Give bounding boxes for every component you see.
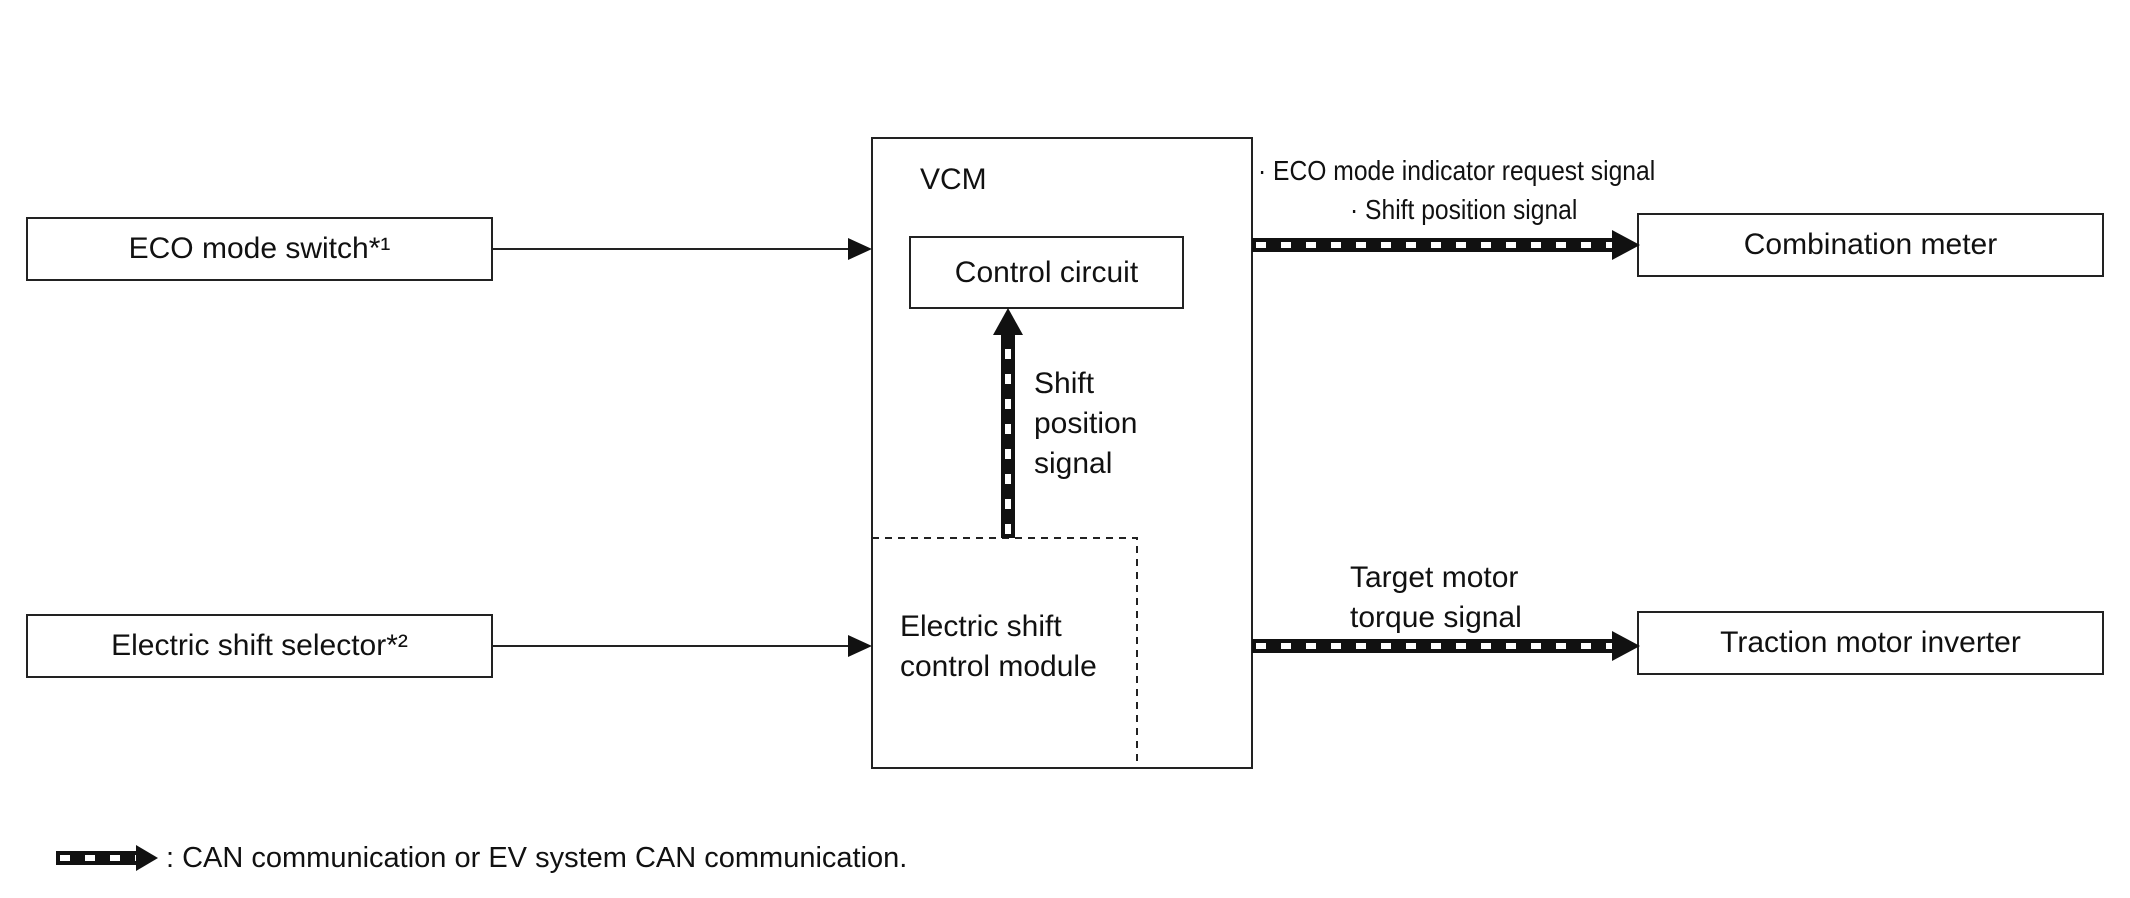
meter-signal-eco: · ECO mode indicator request signal (1258, 155, 1656, 186)
control-circuit-label: Control circuit (954, 255, 1139, 289)
vcm-title: VCM (920, 163, 987, 196)
traction-inverter-box (1637, 611, 2104, 675)
eco-switch-label: ECO mode switch*¹ (128, 232, 391, 265)
internal-signal-line-2: position (1034, 407, 1138, 440)
internal-signal-line-3: signal (1034, 447, 1113, 480)
inverter-signal-label: Target motor torque signal (1350, 558, 1522, 638)
inverter-signal-line-1: Target motor (1350, 561, 1519, 594)
shift-selector-arrow-head (848, 635, 872, 657)
shift-module-line-2: control module (900, 650, 1097, 683)
meter-signal-shift: · Shift position signal (1350, 194, 1578, 225)
internal-signal-line-1: Shift (1034, 367, 1095, 400)
eco-switch-box (26, 217, 493, 281)
combination-meter-label: Combination meter (1743, 228, 1998, 261)
can-arrow-internal (993, 308, 1023, 538)
traction-inverter-label: Traction motor inverter (1720, 626, 2021, 659)
legend-text: : CAN communication or EV system CAN com… (166, 842, 908, 874)
shift-selector-box (26, 614, 493, 678)
inverter-signal-line-2: torque signal (1350, 601, 1522, 634)
can-arrow-meter (1252, 230, 1640, 260)
shift-module-dashed-outline (872, 537, 1138, 768)
legend-can-arrow (56, 845, 158, 871)
internal-signal-label: Shift position signal (1034, 364, 1137, 484)
shift-module-label: Electric shift control module (900, 607, 1097, 687)
shift-module-line-1: Electric shift (900, 610, 1062, 643)
shift-selector-label: Electric shift selector*² (111, 629, 408, 662)
combination-meter-box (1637, 213, 2104, 277)
control-circuit-box (909, 236, 1184, 309)
can-arrow-inverter (1252, 631, 1640, 661)
eco-switch-arrow-head (848, 238, 872, 260)
